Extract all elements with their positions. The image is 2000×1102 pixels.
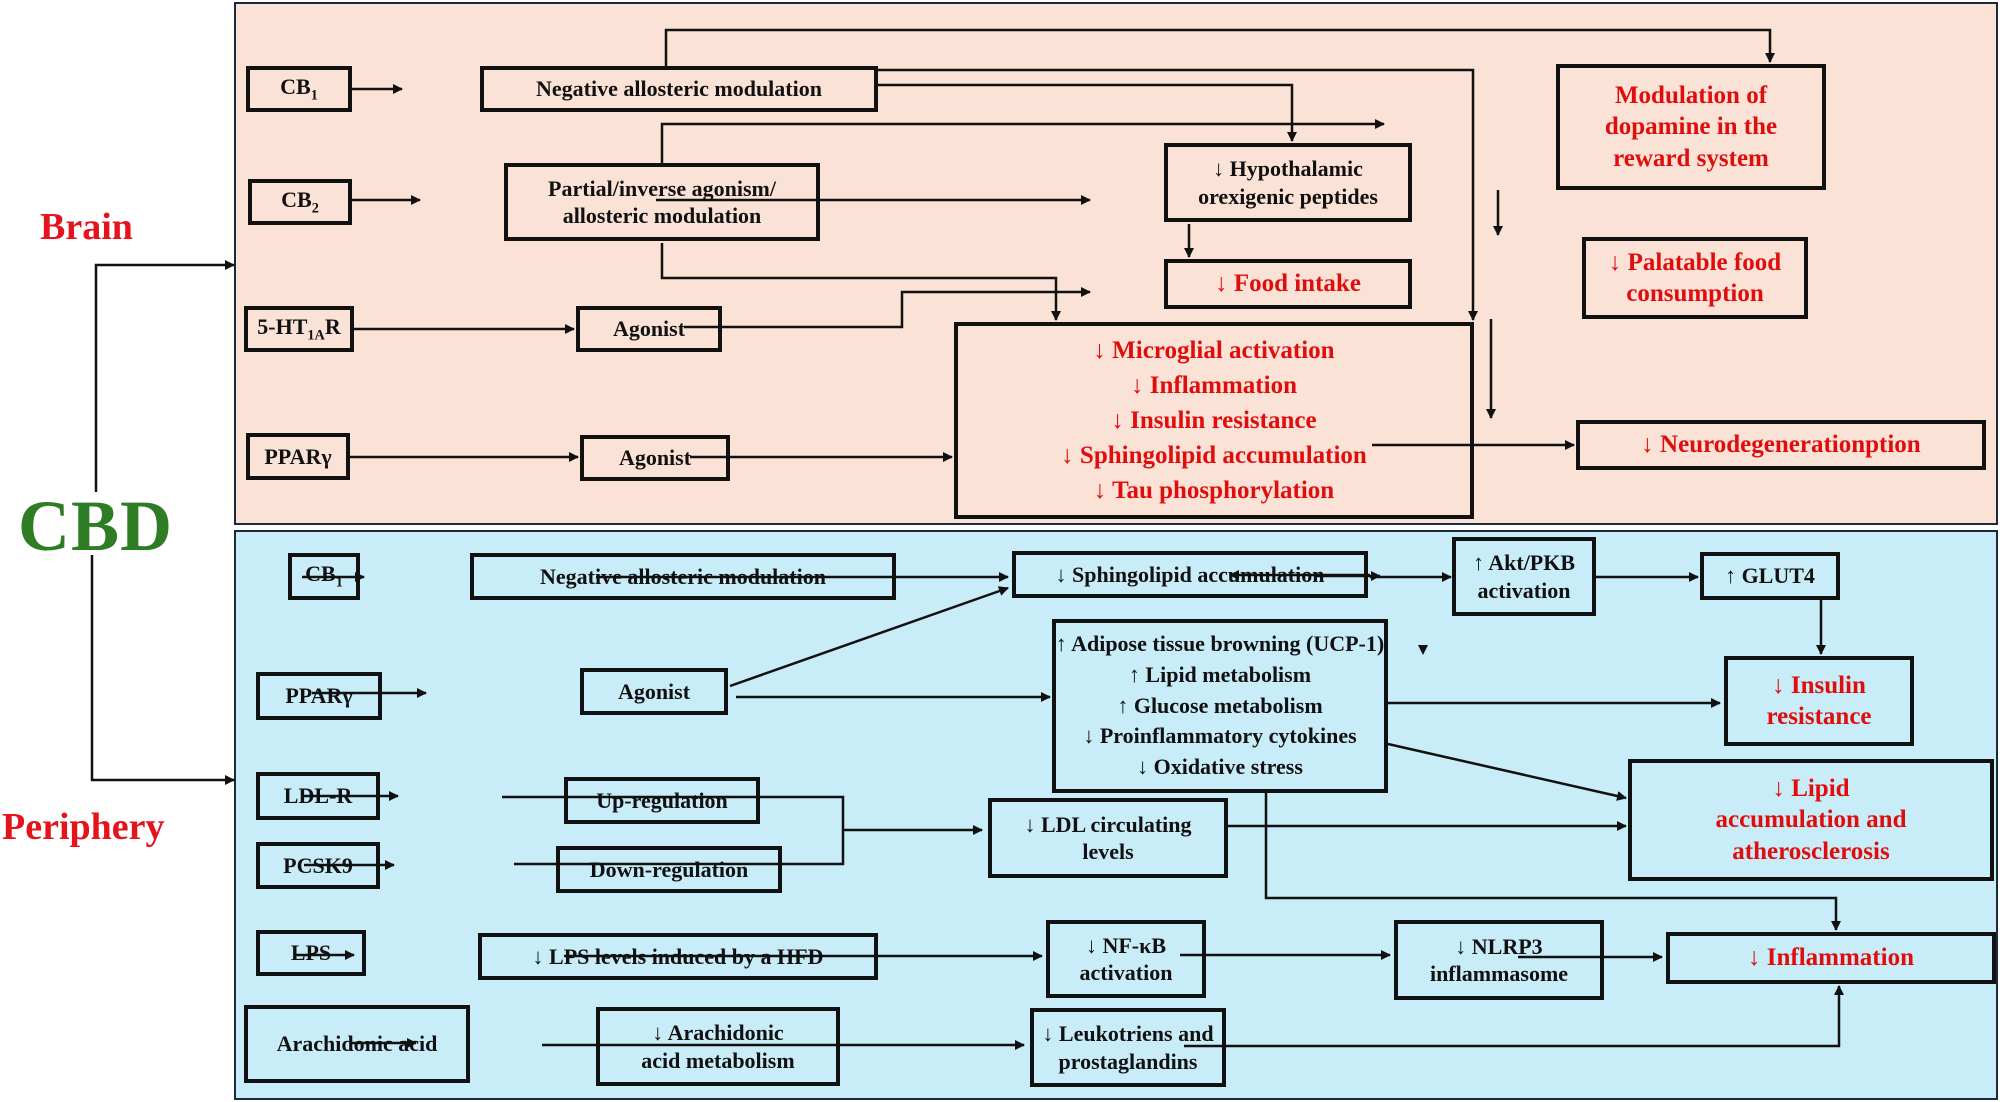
- periph-negative-allosteric-node: Negative allosteric modulation: [470, 553, 896, 600]
- food-intake-node: ↓ Food intake: [1164, 259, 1412, 309]
- periph-cb1-node: CB1: [288, 553, 360, 600]
- periphery-section-label: Periphery: [2, 806, 165, 848]
- brain-5ht1a-node: 5-HT1AR: [244, 306, 354, 352]
- brain-section-label: Brain: [40, 206, 133, 248]
- inflammation-node: ↓ Inflammation: [1666, 932, 1996, 984]
- brain-5ht-agonist-node: Agonist: [576, 306, 722, 352]
- brain-ppar-agonist-node: Agonist: [580, 435, 730, 481]
- nfkb-node: ↓ NF-κB activation: [1046, 920, 1206, 998]
- periph-agonist-node: Agonist: [580, 668, 728, 715]
- nlrp3-node: ↓ NLRP3 inflammasome: [1394, 920, 1604, 1000]
- cbd-source-label: CBD: [18, 486, 174, 566]
- brain-ppar-node: PPARγ: [246, 433, 350, 480]
- sphingolipid-node: ↓ Sphingolipid accumulation: [1012, 551, 1368, 598]
- pcsk9-node: PCSK9: [256, 842, 380, 889]
- arachidonic-metabolism-node: ↓ Arachidonic acid metabolism: [596, 1007, 840, 1086]
- cbd-to-periphery-connector: [90, 555, 235, 785]
- adipose-effects-node: ↑ Adipose tissue browning (UCP-1) ↑ Lipi…: [1052, 619, 1388, 793]
- brain-cb2-node: CB2: [248, 179, 352, 225]
- palatable-food-node: ↓ Palatable food consumption: [1582, 237, 1808, 319]
- lipid-atherosclerosis-node: ↓ Lipid accumulation and atherosclerosis: [1628, 759, 1994, 881]
- akt-pkb-node: ↑ Akt/PKB activation: [1452, 537, 1596, 616]
- brain-negative-allosteric-node: Negative allosteric modulation: [480, 66, 878, 112]
- brain-partial-inverse-node: Partial/inverse agonism/ allosteric modu…: [504, 163, 820, 241]
- insulin-resistance-node: ↓ Insulin resistance: [1724, 656, 1914, 746]
- lps-node: LPS: [256, 930, 366, 976]
- periph-ppar-node: PPARγ: [256, 672, 382, 720]
- brain-cb1-node: CB1: [246, 66, 352, 112]
- arachidonic-acid-node: Arachidonic acid: [244, 1005, 470, 1083]
- dopamine-reward-node: Modulation of dopamine in the reward sys…: [1556, 64, 1826, 190]
- microglial-effects-node: ↓ Microglial activation ↓ Inflammation ↓…: [954, 322, 1474, 519]
- ldlr-node: LDL-R: [256, 772, 380, 820]
- hypothalamic-peptides-node: ↓ Hypothalamic orexigenic peptides: [1164, 143, 1412, 222]
- neurodegeneration-node: ↓ Neurodegenerationption: [1576, 420, 1986, 470]
- upregulation-node: Up-regulation: [564, 777, 760, 824]
- lps-levels-node: ↓ LPS levels induced by a HFD: [478, 933, 878, 980]
- glut4-node: ↑ GLUT4: [1700, 552, 1840, 600]
- leukotriens-node: ↓ Leukotriens and prostaglandins: [1030, 1008, 1226, 1087]
- downregulation-node: Down-regulation: [556, 846, 782, 893]
- ldl-circulating-node: ↓ LDL circulating levels: [988, 798, 1228, 878]
- cbd-to-brain-connector: [94, 260, 235, 492]
